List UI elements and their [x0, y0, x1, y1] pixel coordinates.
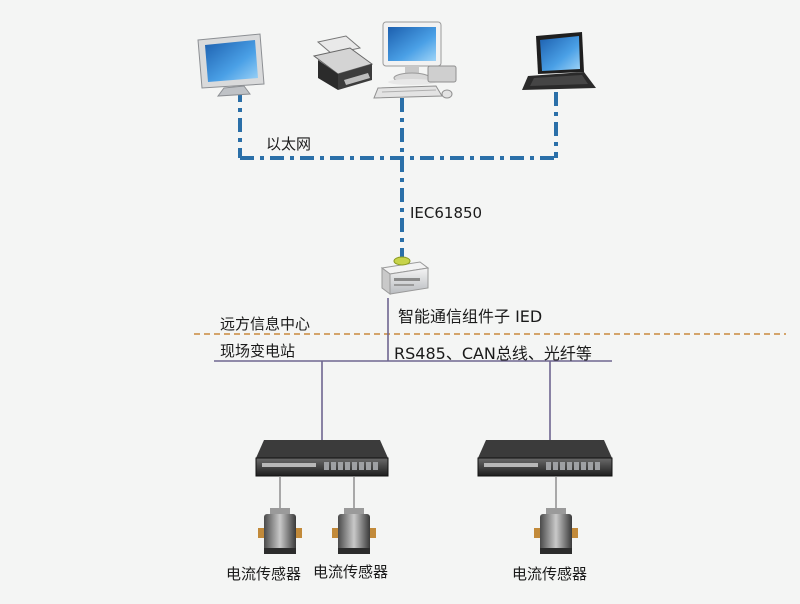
laptop-icon	[522, 32, 596, 90]
substation-label: 现场变电站	[220, 342, 296, 360]
ethernet-label: 以太网	[266, 135, 312, 153]
gateway-label: 智能通信组件子 IED	[398, 307, 543, 326]
gateway-device-icon	[380, 256, 430, 295]
monitoring-rack-unit	[477, 440, 613, 477]
desktop-computer-icon	[373, 21, 457, 99]
sensor-cables	[279, 476, 557, 512]
ethernet-network-lines	[238, 88, 558, 260]
sensor-label: 电流传感器	[512, 565, 588, 583]
current-sensor-icon	[534, 508, 578, 554]
printer-icon	[312, 35, 374, 90]
current-sensor-icon	[258, 508, 302, 554]
monitor-icon	[197, 33, 265, 97]
sensor-label: 电流传感器	[313, 563, 389, 581]
bus-label: RS485、CAN总线、光纤等	[394, 344, 592, 363]
current-sensor-icon	[332, 508, 376, 554]
monitoring-rack-unit	[255, 440, 389, 477]
protocol-label: IEC61850	[410, 204, 483, 222]
sensor-label: 电流传感器	[226, 565, 302, 583]
remote-center-label: 远方信息中心	[220, 315, 311, 333]
